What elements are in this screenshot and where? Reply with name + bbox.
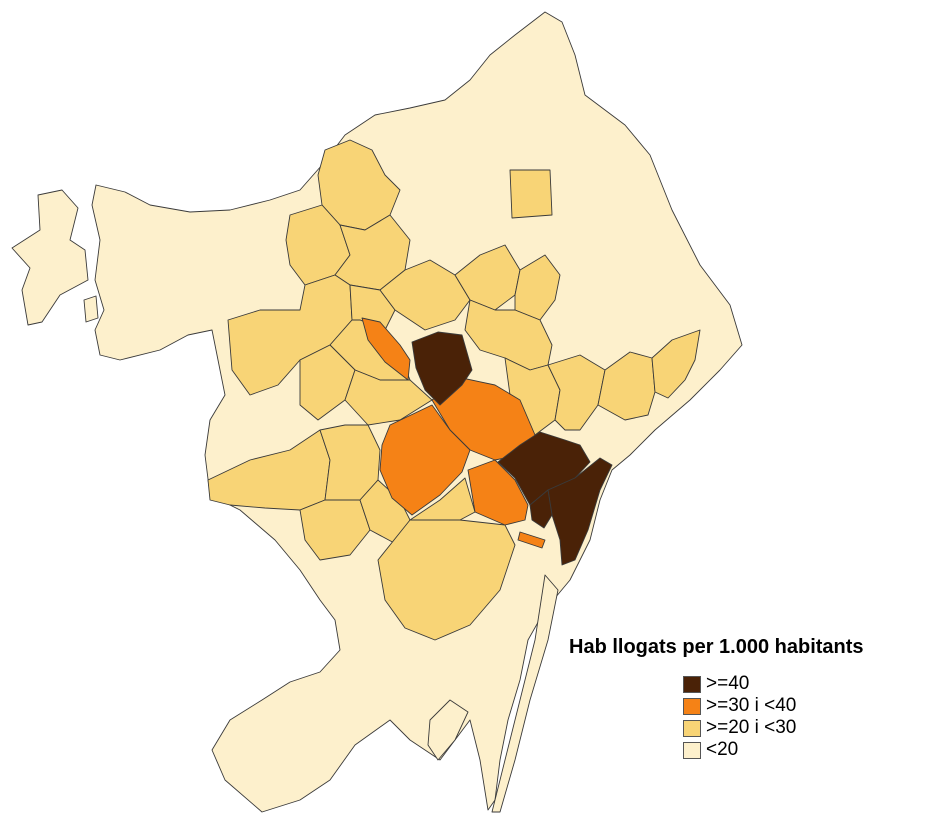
district <box>361 317 411 381</box>
west-river-island <box>83 295 99 323</box>
legend-title: Hab llogats per 1.000 habitants <box>569 636 864 658</box>
legend-swatch <box>683 719 701 737</box>
legend-item-20-30: >=20 i <30 <box>683 717 946 739</box>
map-legend: Hab llogats per 1.000 habitants >=40 >=3… <box>569 636 946 761</box>
district <box>379 404 471 516</box>
legend-swatch <box>683 741 701 759</box>
district <box>529 489 553 529</box>
legend-label: >=40 <box>706 673 750 694</box>
district <box>299 499 371 561</box>
port-dock-west <box>427 699 469 761</box>
district <box>344 369 433 426</box>
legend-label: >=20 i <30 <box>706 717 797 738</box>
district <box>547 457 613 566</box>
district <box>651 329 701 399</box>
district <box>514 254 561 321</box>
district <box>597 351 656 421</box>
legend-label: >=30 i <40 <box>706 695 797 716</box>
district <box>467 459 529 526</box>
legend-item-30-40: >=30 i <40 <box>683 695 946 717</box>
legend-label: <20 <box>706 739 739 760</box>
west-district-piece <box>11 189 89 326</box>
district <box>509 169 553 219</box>
district <box>411 331 473 406</box>
port-breakwater <box>491 574 559 813</box>
district <box>379 259 471 331</box>
legend-swatch <box>683 697 701 715</box>
legend-item-ge40: >=40 <box>683 673 946 695</box>
district <box>409 477 476 521</box>
district <box>497 431 591 506</box>
legend-item-lt20: <20 <box>683 739 946 761</box>
legend-items: >=40 >=30 i <40 >=20 i <30 <20 <box>683 673 946 761</box>
legend-swatch <box>683 675 701 693</box>
district <box>517 531 546 549</box>
